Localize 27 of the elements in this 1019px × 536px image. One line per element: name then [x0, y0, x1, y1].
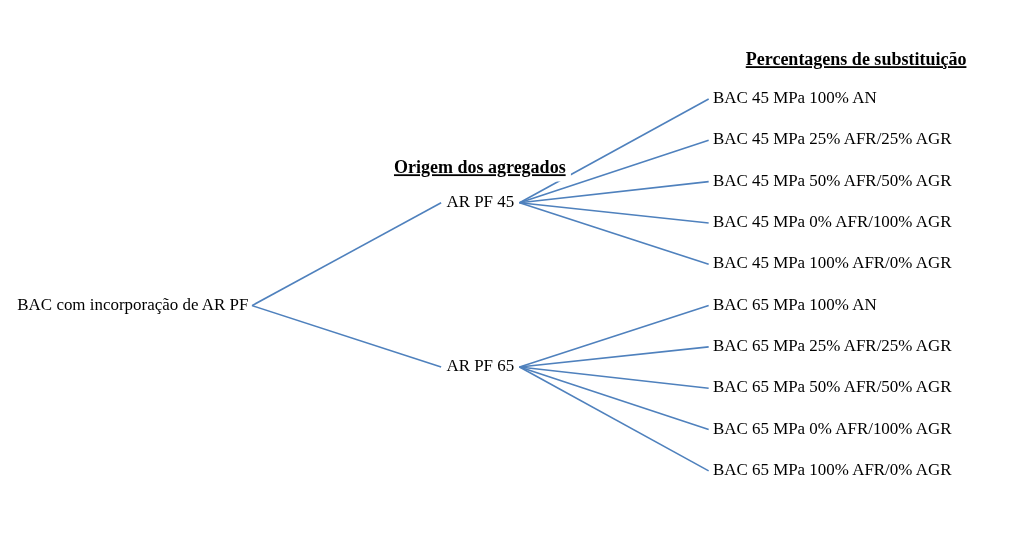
connector — [518, 180, 709, 204]
node-text: BAC 45 MPa 100% AFR/0% AGR — [712, 252, 951, 272]
node-text: BAC 45 MPa 0% AFR/100% AGR — [712, 211, 951, 231]
connector — [518, 97, 709, 204]
node-text: BAC 65 MPa 25% AFR/25% AGR — [712, 335, 951, 355]
node-text: BAC 65 MPa 0% AFR/100% AGR — [712, 418, 951, 438]
node-text: AR PF 65 — [445, 355, 514, 375]
connector — [250, 201, 442, 306]
node-text: AR PF 45 — [445, 191, 514, 211]
connector — [518, 201, 709, 265]
label: Percentagens de substituição — [745, 48, 966, 69]
connector — [518, 201, 709, 224]
node-text: BAC 45 MPa 50% AFR/50% AGR — [712, 170, 951, 190]
node-text: BAC com incorporação de AR PF — [16, 294, 248, 314]
node-text: BAC 45 MPa 100% AN — [712, 87, 877, 107]
connector — [518, 139, 709, 204]
connector — [518, 365, 709, 430]
node-text: BAC 65 MPa 100% AN — [712, 294, 877, 314]
connector — [518, 365, 709, 472]
connector — [250, 304, 442, 368]
connector — [518, 345, 709, 368]
node-text: BAC 45 MPa 25% AFR/25% AGR — [712, 128, 951, 148]
connector — [518, 304, 709, 368]
label: Origem dos agregados — [393, 156, 566, 177]
node-text: BAC 65 MPa 50% AFR/50% AGR — [712, 376, 951, 396]
node-text: BAC 65 MPa 100% AFR/0% AGR — [712, 459, 951, 479]
connector — [518, 365, 709, 389]
